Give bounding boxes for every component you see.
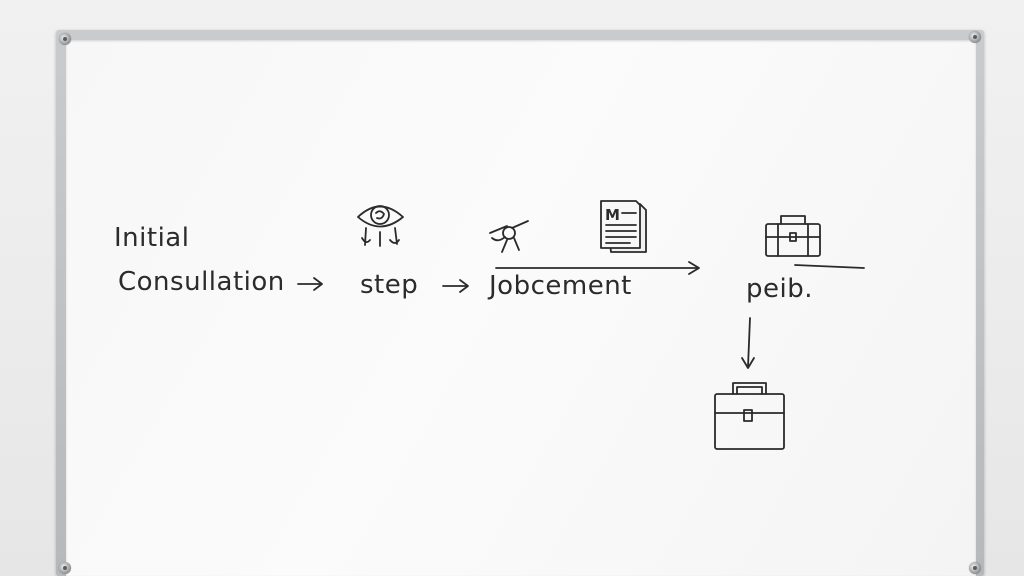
label-initial: Initial xyxy=(114,223,189,253)
arrow-consultation-to-step xyxy=(297,277,323,291)
document-letter: M xyxy=(605,206,620,224)
screw-bottom-left xyxy=(59,562,71,574)
arrow-jobcement-to-peib xyxy=(495,261,700,275)
eye-icon xyxy=(357,205,404,247)
label-step: step xyxy=(360,270,418,300)
toolbox-icon xyxy=(765,215,821,257)
document-icon: M xyxy=(600,200,647,253)
whiteboard-surface xyxy=(66,40,976,576)
screw-top-left xyxy=(59,33,71,45)
arrow-peib-to-briefcase xyxy=(741,317,755,369)
underline-peib xyxy=(794,264,865,269)
label-jobcement: Jobcement xyxy=(487,271,632,301)
label-consultation: Consullation xyxy=(118,267,285,297)
screw-bottom-right xyxy=(969,562,981,574)
magnifier-icon xyxy=(489,220,529,253)
briefcase-icon xyxy=(714,382,785,450)
arrow-step-to-jobcement xyxy=(442,279,469,293)
screw-top-right xyxy=(969,31,981,43)
label-peib: peib. xyxy=(746,274,813,304)
